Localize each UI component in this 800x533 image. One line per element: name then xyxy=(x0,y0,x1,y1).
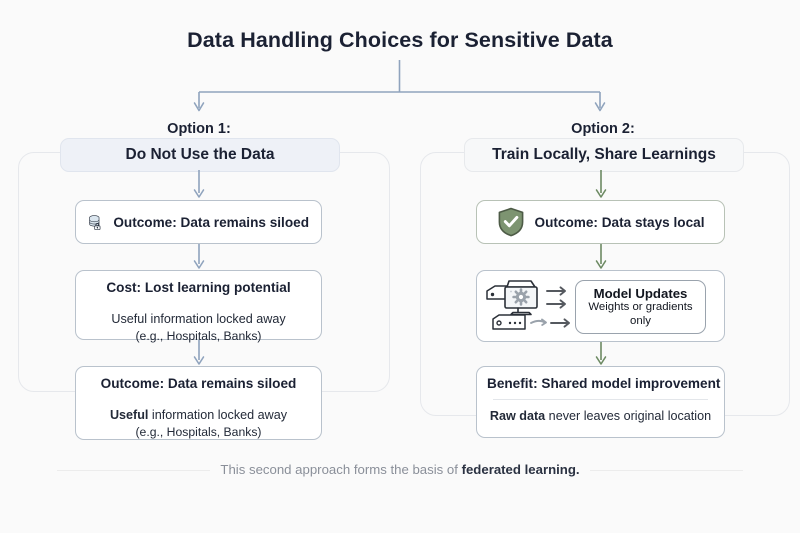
footer-caption: This second approach forms the basis of … xyxy=(0,462,800,477)
option-1-label: Option 1: xyxy=(167,121,231,137)
option-2-heading[interactable]: Train Locally, Share Learnings xyxy=(464,138,744,172)
card-l2-body: Useful information locked away (e.g., Ho… xyxy=(111,312,286,343)
card-r3-body: Raw data never leaves original location xyxy=(489,409,712,423)
option-2-arrow-3 xyxy=(595,342,607,365)
option-2-arrow-2 xyxy=(595,244,607,269)
database-lock-icon xyxy=(89,215,101,231)
option-1-heading[interactable]: Do Not Use the Data xyxy=(60,138,340,172)
card-outcome-siloed[interactable]: Outcome: Data remains siloed xyxy=(75,200,322,244)
devices-gear-icon xyxy=(486,280,570,330)
card-r3-divider xyxy=(493,399,708,400)
card-model-updates[interactable]: Model Updates Weights or gradients only xyxy=(476,270,725,342)
card-l3-body: Useful information locked away (e.g., Ho… xyxy=(109,408,288,439)
card-r1-title: Outcome: Data stays local xyxy=(534,214,705,230)
card-r3-heading: Benefit: Shared model improvement xyxy=(487,376,721,391)
model-updates-box: Model Updates Weights or gradients only xyxy=(575,280,706,334)
title-branch-connector xyxy=(193,60,606,112)
model-updates-title: Model Updates xyxy=(593,285,688,301)
card-outcome-stays-local[interactable]: Outcome: Data stays local xyxy=(476,200,725,244)
footer-text: This second approach forms the basis of xyxy=(220,462,462,477)
footer-highlight: federated learning. xyxy=(461,462,580,477)
option-1-arrow-2 xyxy=(193,244,205,269)
card-l2-heading: Cost: Lost learning potential xyxy=(106,280,291,295)
option-1-arrow-1 xyxy=(193,170,205,198)
option-2-label: Option 2: xyxy=(571,121,635,137)
card-cost-lost-potential[interactable]: Cost: Lost learning potential Useful inf… xyxy=(75,270,322,343)
card-l3-heading: Outcome: Data remains siloed xyxy=(100,376,297,391)
model-updates-subtitle: Weights or gradients only xyxy=(588,301,693,327)
option-1-arrow-3 xyxy=(193,340,205,365)
page-title: Data Handling Choices for Sensitive Data xyxy=(187,28,613,52)
shield-check-icon xyxy=(498,207,523,237)
option-2-arrow-1 xyxy=(595,170,607,198)
card-outcome-siloed-repeat[interactable]: Outcome: Data remains siloed Useful info… xyxy=(75,366,322,440)
card-l1-title: Outcome: Data remains siloed xyxy=(113,214,309,230)
card-benefit-shared-improvement[interactable]: Benefit: Shared model improvement Raw da… xyxy=(476,366,725,438)
